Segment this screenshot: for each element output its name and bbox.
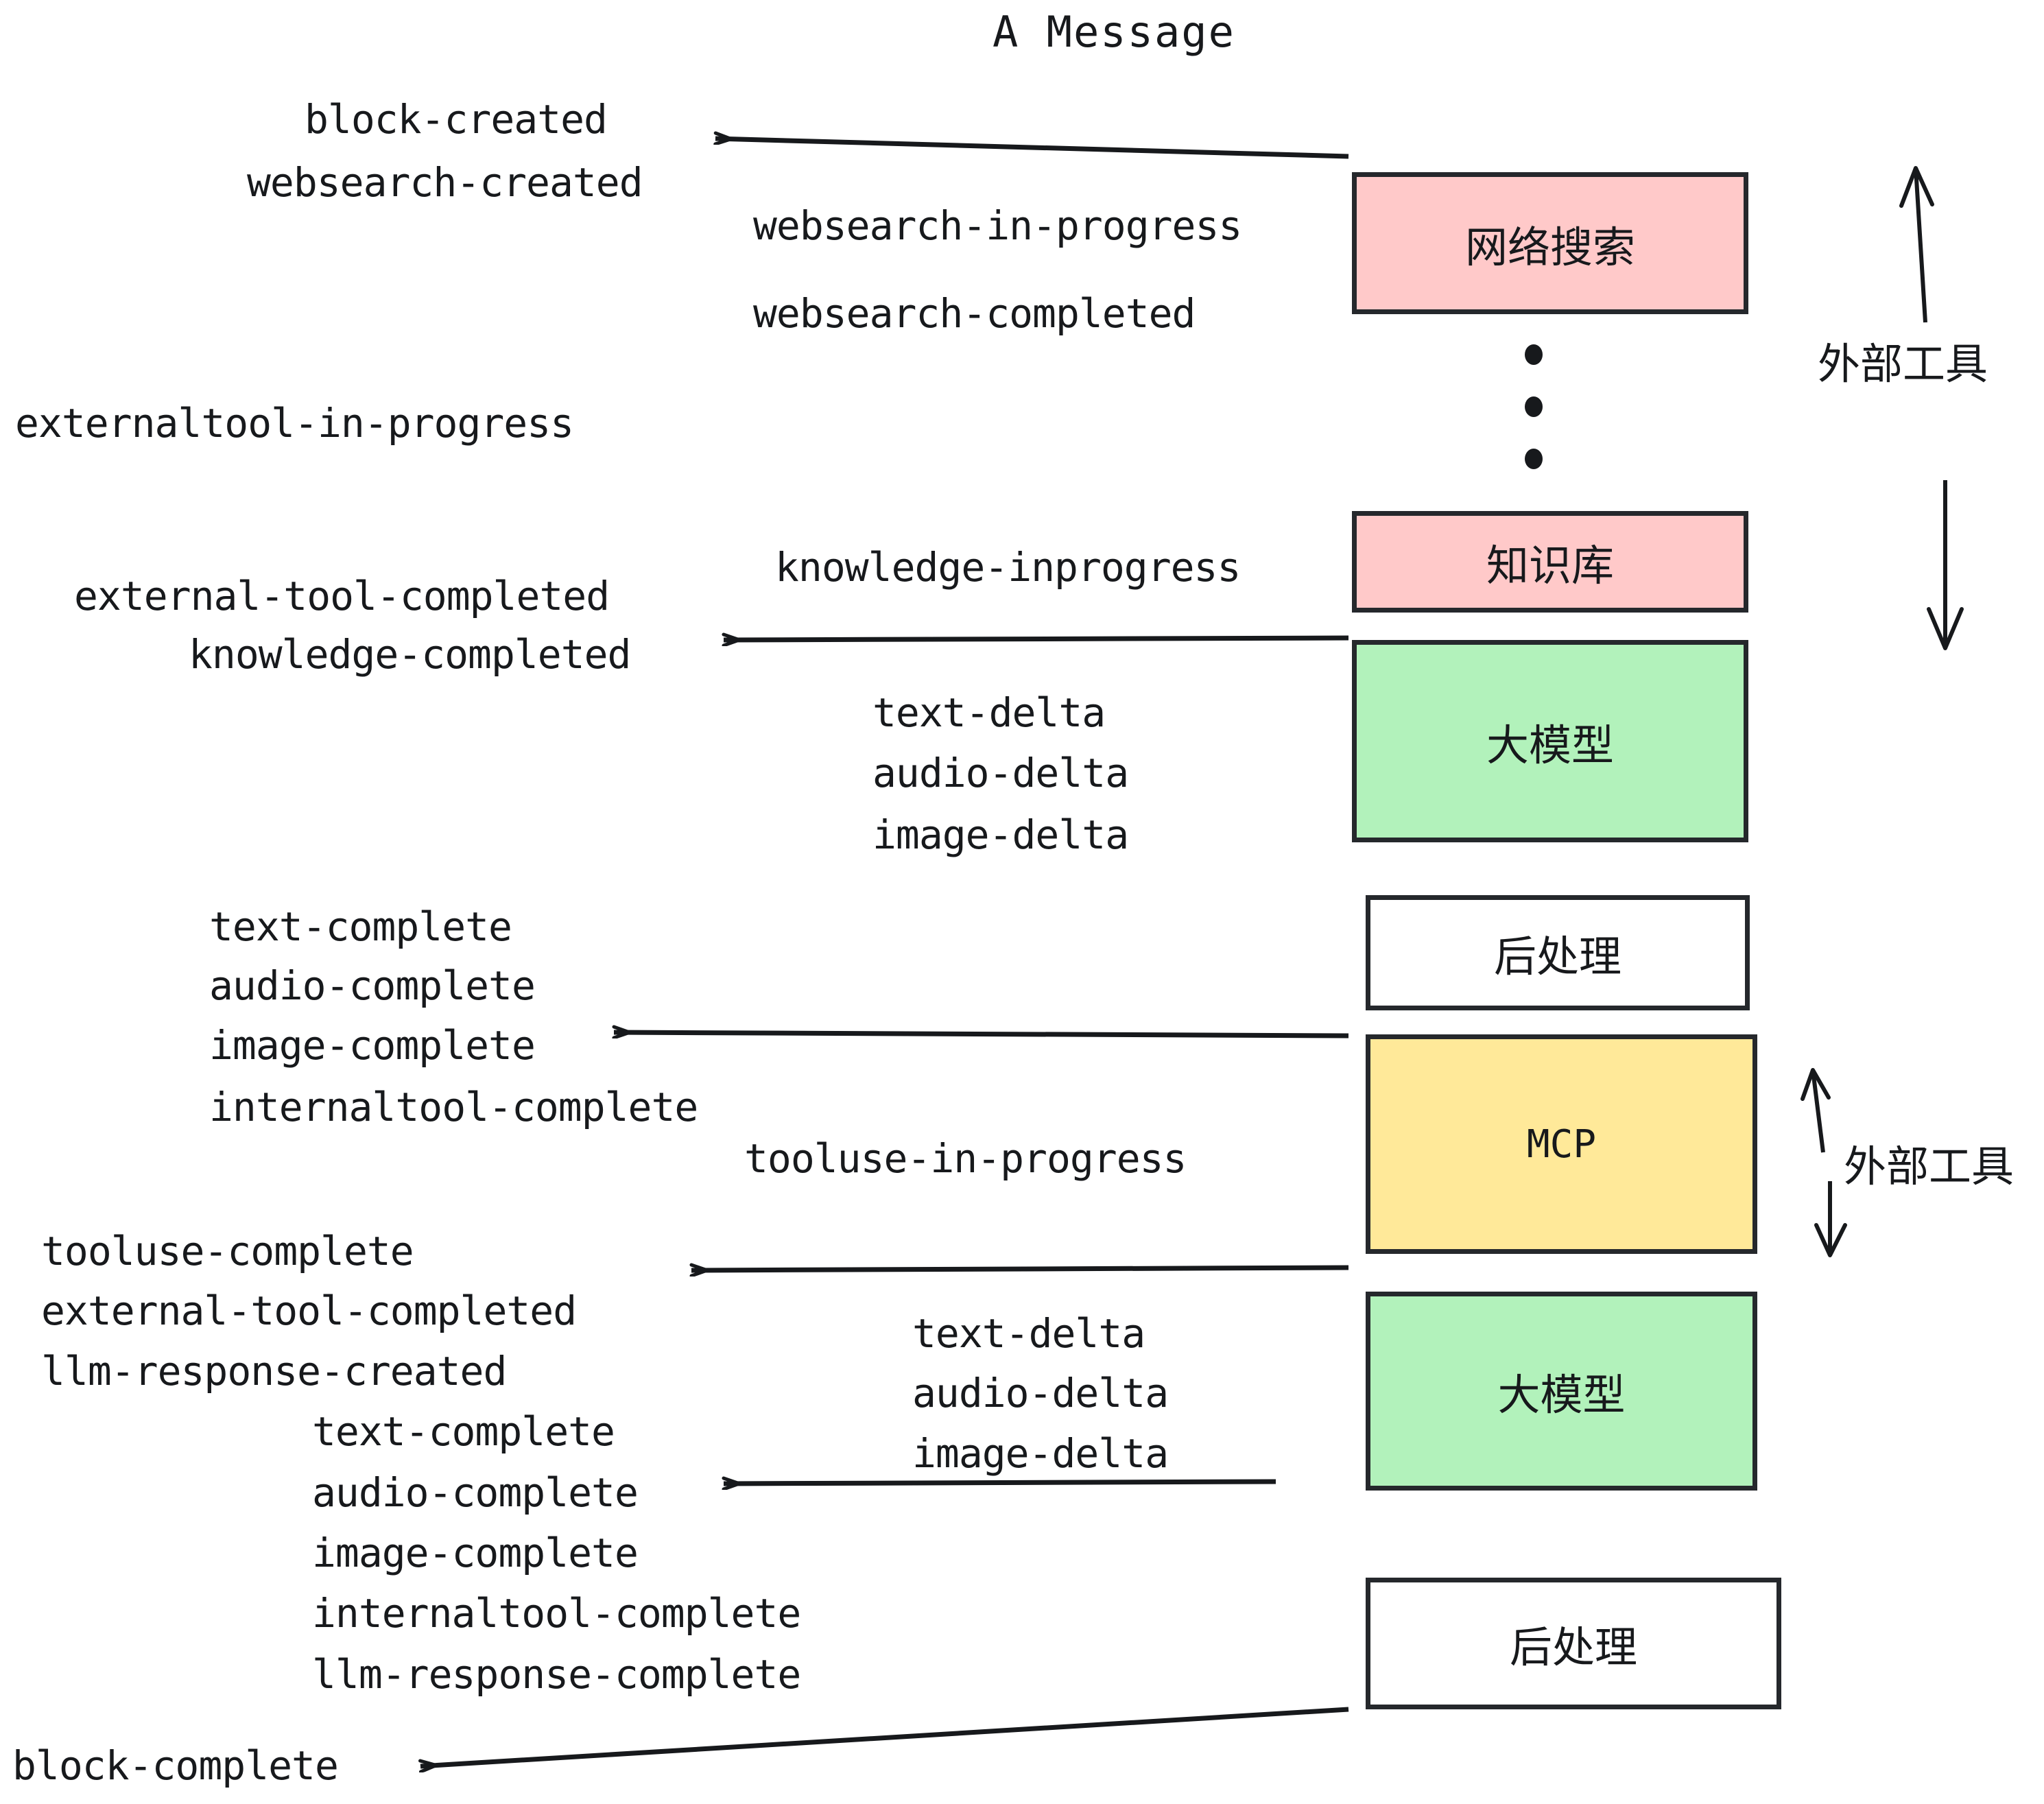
event-internaltool-complete-2: internaltool-complete <box>312 1590 801 1637</box>
event-internaltool-complete-1: internaltool-complete <box>209 1084 698 1130</box>
node-websearch-label: 网络搜索 <box>1464 222 1635 272</box>
node-mcp-label: MCP <box>1526 1121 1597 1167</box>
node-postprocess-1[interactable]: 后处理 <box>1366 895 1750 1010</box>
node-mcp[interactable]: MCP <box>1366 1034 1757 1254</box>
external-tools-bracket-upper <box>1899 166 1964 650</box>
node-llm-1-label: 大模型 <box>1486 720 1614 770</box>
event-text-complete-2: text-complete <box>312 1408 615 1455</box>
event-block-complete: block-complete <box>12 1742 339 1789</box>
node-postprocess-1-label: 后处理 <box>1493 931 1621 982</box>
external-tools-bracket-lower <box>1801 1068 1847 1257</box>
ellipsis-dot-1 <box>1525 344 1543 365</box>
side-label-external-tools-upper: 外部工具 <box>1818 339 1988 389</box>
event-audio-delta-2: audio-delta <box>912 1370 1169 1416</box>
node-postprocess-2-label: 后处理 <box>1509 1622 1637 1672</box>
ellipsis-dot-2 <box>1525 396 1543 417</box>
event-knowledge-completed: knowledge-completed <box>189 631 631 678</box>
event-text-complete-1: text-complete <box>209 903 512 950</box>
event-websearch-created: websearch-created <box>247 159 643 206</box>
arrow-postprocess2-to-blockcomplete <box>420 1707 1349 1766</box>
node-llm-2[interactable]: 大模型 <box>1366 1292 1757 1491</box>
event-tooluse-complete: tooluse-complete <box>41 1228 414 1274</box>
event-llm-response-complete: llm-response-complete <box>312 1651 801 1698</box>
event-external-tool-completed-2: external-tool-completed <box>41 1287 577 1334</box>
event-image-delta-2: image-delta <box>912 1430 1169 1477</box>
arrow-postprocess1-to-imagecomplete <box>614 1032 1349 1036</box>
side-label-external-tools-lower: 外部工具 <box>1844 1141 2015 1191</box>
event-websearch-completed: websearch-completed <box>753 290 1196 337</box>
event-audio-delta-1: audio-delta <box>872 750 1129 796</box>
event-llm-response-created: llm-response-created <box>41 1348 507 1394</box>
arrow-websearch-to-blockcreated <box>715 139 1349 159</box>
event-externaltool-in-progress: externaltool-in-progress <box>15 400 574 447</box>
event-image-complete-2: image-complete <box>312 1530 639 1576</box>
event-block-created: block-created <box>305 96 608 143</box>
arrow-mcp-to-tooluse-complete <box>691 1268 1349 1270</box>
node-postprocess-2[interactable]: 后处理 <box>1366 1578 1781 1709</box>
event-knowledge-inprogress: knowledge-inprogress <box>775 544 1241 591</box>
node-knowledge[interactable]: 知识库 <box>1352 511 1748 613</box>
arrow-llm2-to-audiocomplete <box>724 1482 1276 1484</box>
event-external-tool-completed-1: external-tool-completed <box>74 573 610 619</box>
event-text-delta-1: text-delta <box>872 689 1106 736</box>
node-llm-2-label: 大模型 <box>1497 1370 1626 1420</box>
ellipsis-dot-3 <box>1525 449 1543 469</box>
event-audio-complete-1: audio-complete <box>209 962 536 1009</box>
event-audio-complete-2: audio-complete <box>312 1469 639 1516</box>
event-image-delta-1: image-delta <box>872 811 1129 858</box>
node-websearch[interactable]: 网络搜索 <box>1352 172 1748 314</box>
node-knowledge-label: 知识库 <box>1486 541 1614 591</box>
event-tooluse-in-progress: tooluse-in-progress <box>744 1135 1187 1182</box>
event-text-delta-2: text-delta <box>912 1310 1145 1357</box>
node-llm-1[interactable]: 大模型 <box>1352 640 1748 842</box>
event-image-complete-1: image-complete <box>209 1022 536 1069</box>
arrow-knowledge-to-knowledgecompleted <box>724 638 1349 640</box>
diagram-title: A Message <box>993 7 1235 57</box>
event-websearch-in-progress: websearch-in-progress <box>753 202 1242 249</box>
